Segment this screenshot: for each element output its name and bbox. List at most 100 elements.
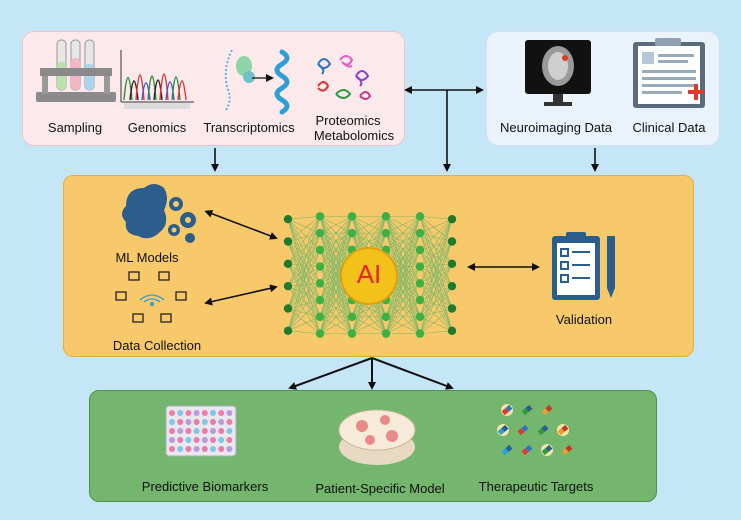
network-edge [385, 249, 421, 334]
well [193, 437, 200, 443]
capsule [521, 408, 529, 416]
network-node [283, 326, 293, 336]
network-node [347, 312, 357, 322]
network-edge [287, 233, 321, 309]
network-edge [419, 316, 453, 332]
well [185, 410, 192, 416]
network-node [381, 312, 391, 322]
network-edge [385, 299, 421, 334]
ml-models-label: ML Models [115, 250, 179, 265]
well [193, 410, 200, 416]
well-plate-icon [165, 405, 237, 457]
test-tube-rack-icon [36, 39, 116, 102]
well [169, 410, 175, 416]
network-edge [319, 216, 353, 267]
network-edge [287, 283, 321, 332]
network-edge [287, 232, 321, 287]
network-edge [287, 283, 321, 287]
network-edge [319, 216, 353, 301]
capsule [557, 428, 565, 436]
capsule [545, 444, 553, 452]
network-edge [287, 266, 321, 287]
network-edge [385, 316, 421, 334]
network-node [315, 329, 325, 338]
capsule [521, 448, 529, 456]
network-edge [419, 263, 453, 334]
network-node [447, 304, 457, 313]
capsule [541, 408, 549, 416]
network-node [315, 262, 325, 271]
network-edge [419, 232, 453, 265]
arrow-ml-models [204, 209, 278, 240]
network-edge [287, 216, 321, 309]
network-edge [319, 216, 353, 334]
network-node [447, 259, 457, 269]
network-edge [419, 219, 453, 284]
network-node [447, 326, 457, 336]
network-node [415, 245, 425, 255]
well [210, 437, 216, 443]
network-edge [419, 283, 453, 287]
network-edge [419, 241, 453, 284]
network-edge [385, 216, 421, 334]
output-arrows [288, 357, 454, 390]
network-edge [385, 216, 421, 317]
network-edge [419, 216, 453, 265]
network-edge [319, 216, 353, 234]
well [185, 446, 192, 452]
capsule [561, 448, 569, 456]
predictive-biomarkers-label: Predictive Biomarkers [141, 479, 269, 494]
network-edge [319, 216, 353, 251]
network-edge [287, 216, 321, 331]
capsule [497, 428, 505, 436]
network-edge [287, 330, 321, 334]
data-collection-label: Data Collection [112, 338, 202, 353]
capsule [545, 404, 553, 412]
well [177, 437, 184, 443]
network-edge [419, 299, 453, 332]
capsule [505, 404, 513, 412]
ai-node [340, 247, 398, 305]
well [177, 410, 184, 416]
network-edge [385, 216, 421, 251]
network-node [415, 329, 425, 338]
well [201, 428, 208, 434]
network-edge [287, 266, 321, 309]
network-edge [287, 316, 321, 332]
petri-dish-icon [338, 409, 416, 465]
well [218, 419, 225, 425]
network-edge [319, 299, 353, 334]
well [185, 437, 192, 443]
network-edge [287, 299, 321, 309]
network-edge [419, 263, 453, 267]
network-node [415, 212, 425, 221]
network-node [315, 312, 325, 322]
neuroimaging-label: Neuroimaging Data [499, 120, 613, 135]
well [201, 419, 208, 425]
capsule [541, 424, 549, 432]
network-edge [419, 216, 453, 220]
well [169, 446, 175, 452]
rna-strand-icon [224, 49, 290, 115]
well [185, 428, 192, 434]
network-edge [319, 233, 353, 334]
network-node [415, 228, 425, 238]
network-edge [287, 218, 321, 234]
network-edge [419, 218, 453, 267]
chromatogram-icon [120, 50, 194, 109]
well [193, 446, 200, 452]
well [226, 446, 233, 452]
network-node [347, 228, 357, 238]
network-edge [419, 219, 453, 317]
network-edge [287, 263, 321, 267]
capsules-icon [497, 404, 573, 456]
network-edge [287, 241, 321, 267]
well [218, 410, 225, 416]
metabolomics-label: Metabolomics [313, 128, 395, 143]
brain-gears-icon [122, 184, 196, 243]
capsule [537, 428, 545, 436]
network-node [347, 329, 357, 338]
well [177, 446, 184, 452]
network-edge [287, 266, 321, 331]
network-edge [419, 241, 453, 301]
